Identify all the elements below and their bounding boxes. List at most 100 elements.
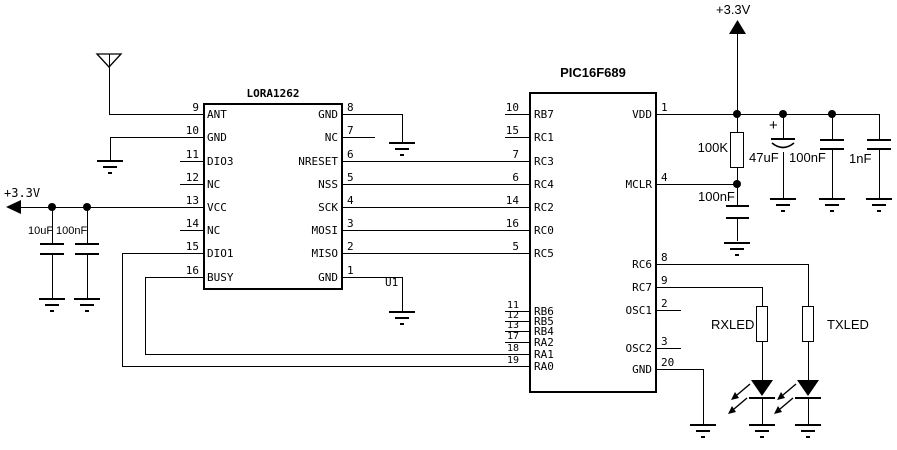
wire-rxled-mid bbox=[762, 342, 763, 380]
pic-pin-label: RA1 bbox=[534, 348, 554, 361]
pic-pin-label: RC5 bbox=[534, 247, 554, 260]
capacitor-plate bbox=[820, 148, 844, 150]
pic-pin-label: RC3 bbox=[534, 155, 554, 168]
lora-pin-label: BUSY bbox=[207, 271, 234, 284]
bulk-cap-value: 47uF bbox=[749, 150, 779, 165]
wire-rc6-txled bbox=[657, 264, 808, 265]
wire-lora-gnd10 bbox=[110, 137, 203, 138]
lora-pin-number: 2 bbox=[347, 240, 354, 253]
pic-pin-label: RC2 bbox=[534, 201, 554, 214]
junction-dot bbox=[779, 110, 787, 118]
wire-busy-vertical bbox=[145, 277, 146, 354]
wire-gnd10-down bbox=[110, 137, 111, 160]
junction-dot bbox=[733, 180, 741, 188]
capacitor-plate bbox=[726, 205, 749, 207]
pic-pin-label: RB7 bbox=[534, 108, 554, 121]
junction-dot bbox=[48, 203, 56, 211]
vdd-top-label: +3.3V bbox=[716, 2, 751, 17]
wire-cap1nf-bottom bbox=[879, 150, 880, 198]
capacitor-plate bbox=[820, 139, 844, 141]
lora-pin-label: MOSI bbox=[311, 224, 339, 237]
lora-pin-number: 15 bbox=[185, 240, 199, 253]
electrolytic-cap-curve bbox=[771, 142, 795, 149]
wire-mosi-rc0 bbox=[343, 230, 529, 231]
pic-pin-label: RA0 bbox=[534, 360, 554, 373]
wire-cap100nf-bottom bbox=[87, 255, 88, 298]
wire-stub-nc14 bbox=[180, 230, 203, 231]
wire-lora-gnd8 bbox=[343, 114, 402, 115]
led-emission-arrows-icon bbox=[728, 383, 751, 414]
lora-pin-label: GND bbox=[318, 108, 338, 121]
wire-vcc-rail bbox=[19, 207, 203, 208]
wire-stub-rc1 bbox=[505, 137, 529, 138]
capacitor-plate bbox=[40, 253, 64, 255]
pic-pin-number: 15 bbox=[505, 124, 519, 137]
ground-symbol bbox=[389, 311, 415, 325]
wire-busy bbox=[145, 277, 203, 278]
wire-nss-rc4 bbox=[343, 184, 529, 185]
wire-miso-rc5 bbox=[343, 253, 529, 254]
capacitor-plate bbox=[867, 139, 891, 141]
pic-pin-label: GND bbox=[632, 363, 652, 376]
rxled-resistor bbox=[756, 306, 768, 342]
wire-pic-gnd bbox=[657, 369, 703, 370]
wire-ant bbox=[109, 114, 203, 115]
wire-rc7-rxled bbox=[657, 287, 762, 288]
pic-pin-label: RC1 bbox=[534, 131, 554, 144]
wire-capbypass-top bbox=[832, 114, 833, 139]
lora-pin-label: MISO bbox=[311, 247, 339, 260]
wire-txled-top bbox=[808, 264, 809, 306]
wire-stub-dio3 bbox=[180, 161, 203, 162]
pic-pin-label: RC0 bbox=[534, 224, 554, 237]
pic-pin-number: 3 bbox=[661, 335, 668, 348]
lora-pin-number: 16 bbox=[185, 264, 199, 277]
lora-pin-label: SCK bbox=[318, 201, 338, 214]
lora-pin-number: 4 bbox=[347, 194, 354, 207]
wire-stub-osc1 bbox=[657, 310, 681, 311]
lora-pin-number: 7 bbox=[347, 124, 354, 137]
wire-lora-gnd1 bbox=[343, 277, 402, 278]
wire-cap10uf-bottom bbox=[52, 255, 53, 298]
wire-txled-mid bbox=[808, 342, 809, 380]
pic-pin-label: RC7 bbox=[632, 281, 652, 294]
bypass-cap-value: 100nF bbox=[789, 150, 826, 165]
lora-pin-label: NRESET bbox=[298, 155, 338, 168]
wire-dio1-ra0 bbox=[122, 366, 529, 367]
pic-pin-number: 1 bbox=[661, 101, 668, 114]
pic-pin-number: 13 bbox=[506, 320, 519, 331]
wire-stub-rb4 bbox=[505, 331, 529, 332]
txled-resistor bbox=[802, 306, 814, 342]
pic-pin-number: 11 bbox=[506, 300, 519, 311]
wire-mclrcap-gnd bbox=[737, 219, 738, 241]
pic-pin-number: 12 bbox=[506, 310, 519, 321]
lora-pin-number: 13 bbox=[185, 194, 199, 207]
pic-pin-label: RA2 bbox=[534, 336, 554, 349]
wire-sck-rc2 bbox=[343, 207, 529, 208]
pullup-resistor bbox=[730, 132, 744, 168]
junction-dot bbox=[733, 110, 741, 118]
pic-pin-number: 20 bbox=[661, 356, 675, 369]
ground-symbol bbox=[39, 298, 65, 312]
ground-symbol bbox=[819, 198, 845, 212]
ground-symbol bbox=[795, 424, 821, 438]
vcc-cap1-value: 10uF bbox=[28, 225, 54, 237]
mclr-cap-value: 100nF bbox=[698, 189, 735, 204]
ground-symbol bbox=[866, 198, 892, 212]
pic-pin-label: OSC2 bbox=[625, 342, 653, 355]
pic-pin-label: MCLR bbox=[625, 178, 653, 191]
filter-cap-value: 1nF bbox=[849, 151, 872, 166]
pic16f689-chip-body bbox=[529, 92, 657, 393]
pic-pin-number: 14 bbox=[505, 194, 519, 207]
wire-nreset-rc3 bbox=[343, 161, 529, 162]
lora-pin-number: 12 bbox=[185, 171, 199, 184]
wire-mclr bbox=[657, 184, 737, 185]
power-arrow-left-icon bbox=[6, 200, 21, 214]
wire-rxled-bottom bbox=[762, 399, 763, 425]
pic-pin-label: RC6 bbox=[632, 258, 652, 271]
wire-vdd-arrow-down bbox=[737, 33, 738, 132]
ground-symbol bbox=[74, 298, 100, 312]
capacitor-plate bbox=[75, 243, 99, 245]
capacitor-plate bbox=[75, 253, 99, 255]
lora-designator: U1 bbox=[385, 276, 399, 289]
pic-chip-title: PIC16F689 bbox=[560, 65, 626, 80]
